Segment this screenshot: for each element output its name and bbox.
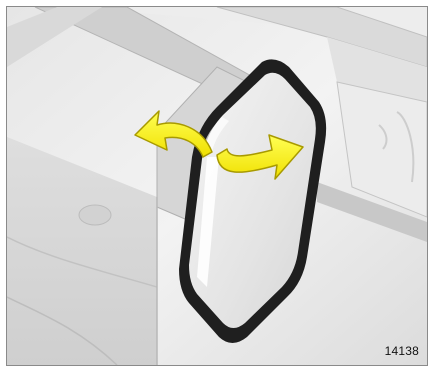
illustration-frame: 14138 [6,6,428,366]
door-handle [79,205,111,225]
figure-number: 14138 [385,344,419,358]
mirror-illustration [7,7,427,365]
